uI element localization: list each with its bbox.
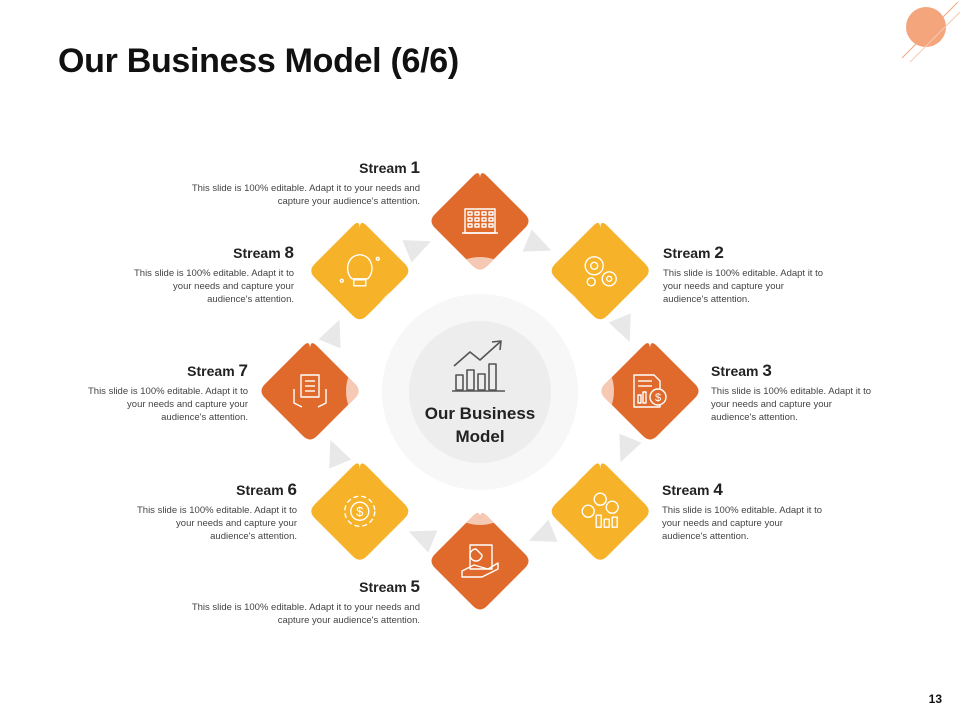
connector-arrow-3: [619, 433, 642, 463]
stream-3-description: This slide is 100% editable. Adapt it to…: [711, 386, 872, 423]
stream-3-diamond: $: [601, 343, 699, 440]
connector-arrow-4: [529, 519, 558, 542]
stream-2-heading: Stream 2: [663, 243, 724, 262]
office-building-icon: [462, 208, 498, 234]
stream-5-label: Stream 5 This slide is 100% editable. Ad…: [192, 577, 420, 627]
center-label-line1: Our Business: [424, 404, 536, 423]
stream-6-description: This slide is 100% editable. Adapt it to…: [136, 505, 297, 542]
lightbulb-idea-icon: [339, 254, 380, 287]
stream-8-description: This slide is 100% editable. Adapt it to…: [133, 268, 294, 305]
connector-arrow-8: [402, 240, 431, 263]
stream-2-label: Stream 2 This slide is 100% editable. Ad…: [663, 243, 823, 306]
center-label-line2: Model: [455, 427, 505, 446]
page-number: 13: [928, 692, 942, 706]
stream-3-label: Stream 3 This slide is 100% editable. Ad…: [711, 361, 871, 424]
stream-6-label: Stream 6 This slide is 100% editable. Ad…: [137, 480, 297, 543]
stream-8-heading: Stream 8: [233, 243, 294, 262]
gears-icon: [584, 256, 617, 287]
stream-5-diamond: [431, 513, 529, 610]
financial-report-icon: $: [633, 374, 667, 408]
connector-arrow-1: [522, 229, 552, 252]
stream-3-heading: Stream 3: [711, 361, 772, 380]
dollar-gear-icon: $: [344, 495, 376, 527]
stream-1-diamond: [431, 173, 529, 270]
stream-4-heading: Stream 4: [662, 480, 723, 499]
decorative-circle-icon: [901, 1, 960, 63]
page-title: Our Business Model (6/6): [58, 42, 459, 80]
svg-text:$: $: [655, 392, 661, 404]
stream-6-heading: Stream 6: [236, 480, 297, 499]
stream-1-heading: Stream 1: [359, 158, 420, 177]
connector-arrows: [318, 229, 642, 553]
stream-7-label: Stream 7 This slide is 100% editable. Ad…: [88, 361, 248, 424]
center-label: Our Business Model: [405, 402, 555, 448]
coins-chart-icon: [581, 492, 619, 528]
document-hands-icon: [293, 374, 327, 408]
growth-chart-icon: [452, 340, 505, 392]
stream-7-diamond: [261, 343, 359, 440]
stream-2-description: This slide is 100% editable. Adapt it to…: [663, 268, 824, 305]
svg-text:$: $: [356, 504, 364, 519]
center-disc: [409, 321, 551, 463]
connector-arrow-5: [408, 530, 438, 553]
stream-1-description: This slide is 100% editable. Adapt it to…: [191, 183, 420, 207]
stream-4-label: Stream 4 This slide is 100% editable. Ad…: [662, 480, 822, 543]
connector-arrow-6: [329, 440, 352, 469]
stream-8-label: Stream 8 This slide is 100% editable. Ad…: [134, 243, 294, 306]
connector-arrow-2: [608, 313, 631, 342]
stream-7-description: This slide is 100% editable. Adapt it to…: [87, 386, 248, 423]
stream-4-description: This slide is 100% editable. Adapt it to…: [662, 505, 823, 542]
hand-report-icon: [461, 544, 499, 578]
stream-1-label: Stream 1 This slide is 100% editable. Ad…: [192, 158, 420, 208]
stream-7-heading: Stream 7: [187, 361, 248, 380]
stream-5-description: This slide is 100% editable. Adapt it to…: [191, 602, 420, 626]
connector-arrow-7: [318, 319, 341, 349]
stream-5-heading: Stream 5: [359, 577, 420, 596]
